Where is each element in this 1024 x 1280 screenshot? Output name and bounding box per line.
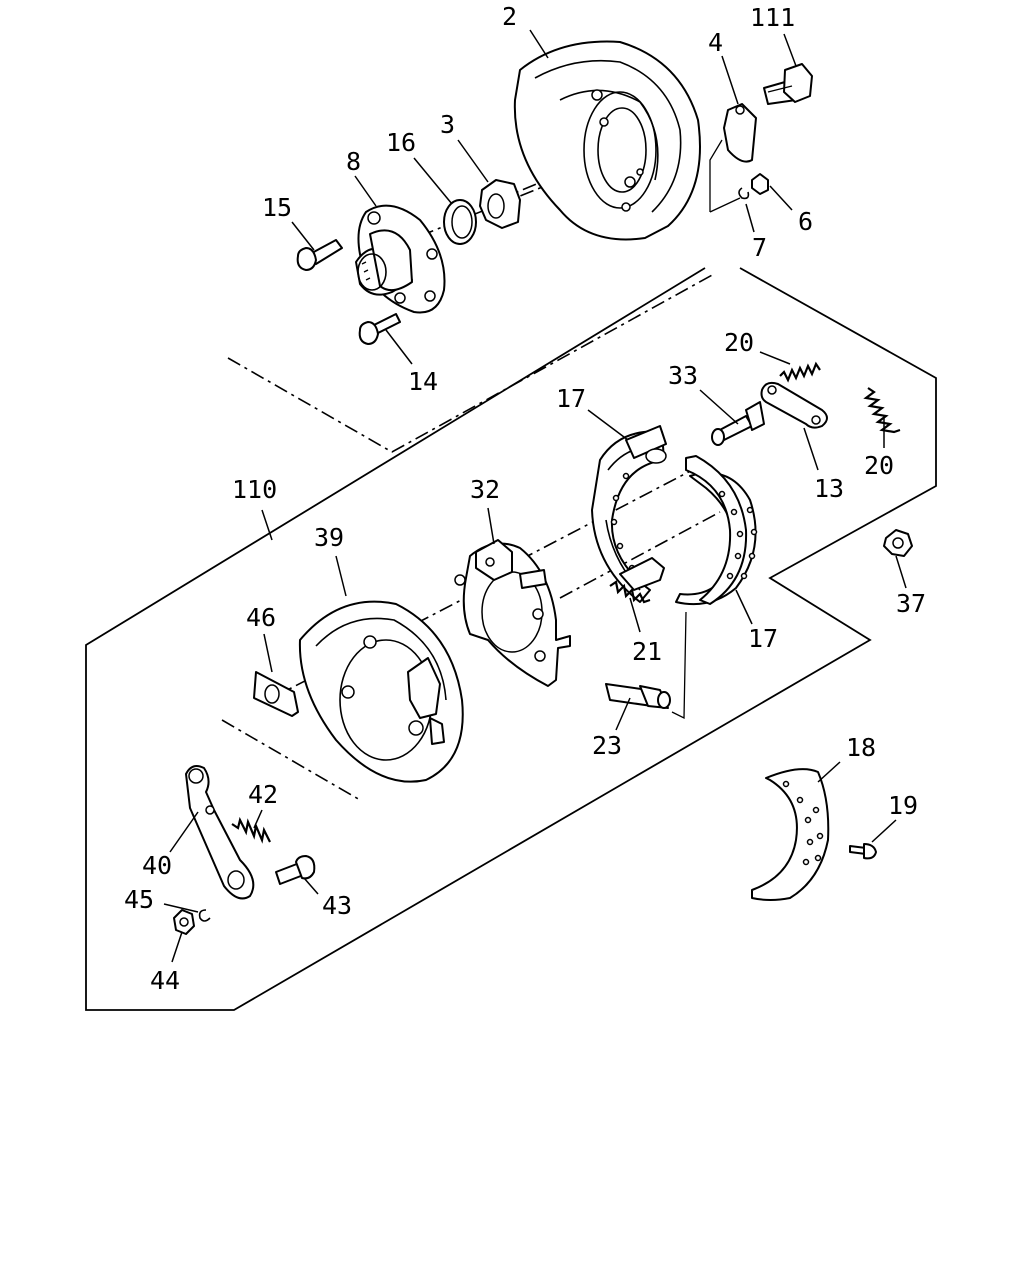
callout-37: 37 (896, 589, 926, 618)
callout-6: 6 (798, 207, 813, 236)
callout-32: 32 (470, 475, 500, 504)
callout-46: 46 (246, 603, 276, 632)
callout-40: 40 (142, 851, 172, 880)
brake-drum (513, 40, 701, 241)
lever-nut (751, 173, 769, 195)
shoe-spring (609, 580, 651, 604)
lever-c-clip (198, 909, 211, 922)
plate-axis-line (559, 511, 721, 599)
backing-plate (454, 539, 571, 687)
leader-lines (163, 29, 907, 963)
lever-clip (738, 187, 750, 200)
callout-2: 2 (502, 2, 517, 31)
callout-15: 15 (262, 193, 292, 222)
callout-39: 39 (314, 523, 344, 552)
callout-42: 42 (248, 780, 278, 809)
parking-lever (185, 765, 255, 900)
callout-17-front: 17 (748, 624, 778, 653)
gasket-plate (253, 671, 299, 717)
shoe-clip (619, 557, 665, 591)
callout-13: 13 (814, 474, 844, 503)
lever-spring (231, 816, 271, 844)
return-spring-upper (779, 361, 821, 383)
callout-7: 7 (752, 233, 767, 262)
callout-23: 23 (592, 731, 622, 760)
link-plate (760, 381, 828, 429)
callout-3: 3 (440, 110, 455, 139)
callout-20-lower: 20 (864, 451, 894, 480)
callout-4: 4 (708, 28, 723, 57)
brake-lining (751, 768, 830, 901)
lever-bolt (275, 855, 316, 885)
lever-arm (709, 103, 757, 213)
callout-110: 110 (232, 475, 277, 504)
callout-43: 43 (322, 891, 352, 920)
hub-bolt-15 (296, 239, 343, 271)
o-ring (443, 199, 477, 245)
callout-45: 45 (124, 885, 154, 914)
hub-nut (479, 179, 521, 229)
plate-nut (883, 529, 913, 557)
assembly-group-frame (85, 267, 937, 1011)
callout-20-upper: 20 (724, 328, 754, 357)
dust-cover (298, 600, 464, 783)
callout-19: 19 (888, 791, 918, 820)
callout-33: 33 (668, 361, 698, 390)
lever-nut (173, 909, 195, 935)
callout-111: 111 (750, 3, 795, 32)
callout-16: 16 (386, 128, 416, 157)
callout-14: 14 (408, 367, 438, 396)
callout-21: 21 (632, 637, 662, 666)
brake-shoe-front (675, 455, 758, 606)
return-spring-lower (863, 387, 901, 434)
drum-bolt (763, 63, 813, 105)
callout-44: 44 (150, 966, 180, 995)
callout-8: 8 (346, 147, 361, 176)
shoe-adjuster (605, 611, 687, 720)
hub-bolt-14 (358, 313, 401, 345)
callout-18: 18 (846, 733, 876, 762)
lining-rivet (849, 843, 877, 860)
hub-group-frame (227, 273, 715, 453)
hub-flange (355, 204, 446, 314)
callout-17-rear: 17 (556, 384, 586, 413)
